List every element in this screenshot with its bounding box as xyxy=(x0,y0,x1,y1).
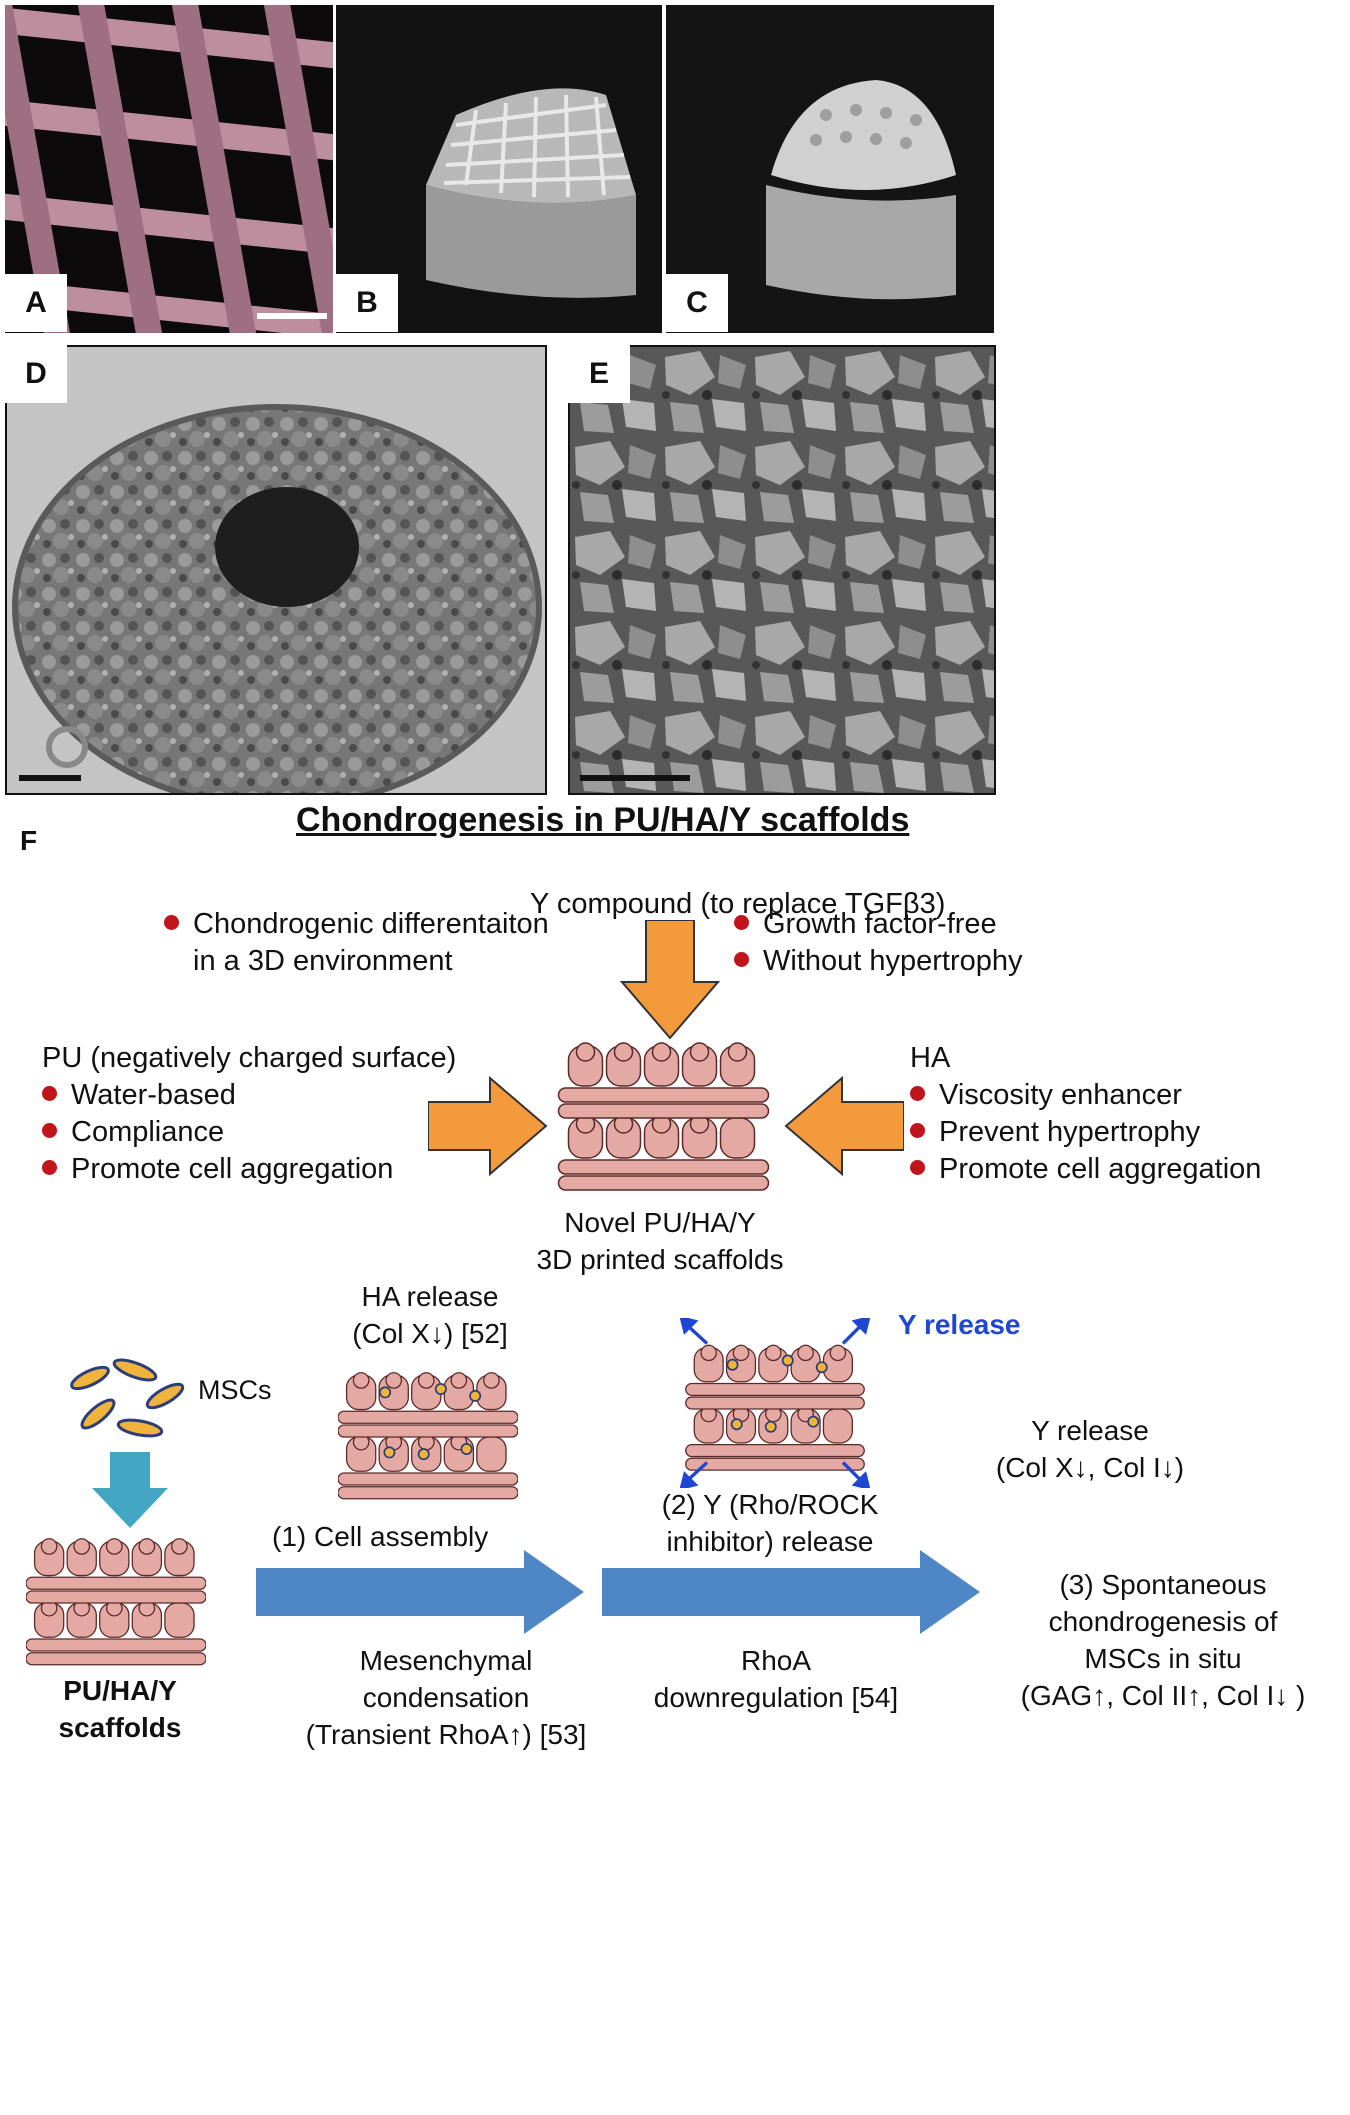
mesenchymal-3: (Transient RhoA↑) [53] xyxy=(305,1719,587,1750)
bullet-dot xyxy=(734,914,749,930)
bullet-dot xyxy=(42,1122,57,1138)
right-bullet-1: Growth factor-free xyxy=(763,908,997,940)
y-release-right-1: Y release xyxy=(1031,1415,1149,1446)
panel-b-render xyxy=(336,5,662,333)
ha-item-1: Viscosity enhancer xyxy=(939,1079,1182,1111)
bullet-dot xyxy=(42,1159,57,1175)
step-3-line-3: MSCs in situ xyxy=(1084,1643,1242,1674)
pu-list: PU (negatively charged surface) Water-ba… xyxy=(42,1040,456,1188)
central-scaffold xyxy=(557,1042,770,1191)
msc-cells xyxy=(70,1358,185,1438)
step-2-line-1: (2) Y (Rho/ROCK xyxy=(661,1489,879,1520)
center-caption: Novel PU/HA/Y 3D printed scaffolds xyxy=(510,1204,810,1278)
y-release-right: Y release (Col X↓, Col I↓) xyxy=(970,1412,1210,1486)
panel-a-micrograph xyxy=(5,5,333,333)
ha-item-3: Promote cell aggregation xyxy=(939,1153,1262,1185)
panel-a-label: A xyxy=(5,274,67,332)
pu-item-1: Water-based xyxy=(71,1079,236,1111)
rhoa-label: RhoA downregulation [54] xyxy=(626,1642,926,1716)
bullet-dot xyxy=(910,1159,925,1175)
y-release-right-2: (Col X↓, Col I↓) xyxy=(995,1452,1185,1483)
ha-release-1: HA release xyxy=(361,1281,499,1312)
mesenchymal-2: condensation xyxy=(362,1682,530,1713)
bullet-dot xyxy=(164,914,179,930)
pu-heading: PU (negatively charged surface) xyxy=(42,1042,457,1074)
left-orange-arrow xyxy=(428,1076,548,1176)
teal-down-arrow xyxy=(92,1452,168,1528)
top-input-label: Y compound (to replace TGFβ3) xyxy=(530,888,946,920)
panel-d-label: D xyxy=(5,345,67,403)
right-orange-arrow xyxy=(784,1076,904,1176)
step-2-label: (2) Y (Rho/ROCK inhibitor) release xyxy=(640,1486,900,1560)
step-3-line-1: (3) Spontaneous xyxy=(1059,1569,1267,1600)
center-caption-1: Novel PU/HA/Y xyxy=(564,1207,756,1238)
mesenchymal-1: Mesenchymal xyxy=(359,1645,533,1676)
blue-arrow-1 xyxy=(256,1550,584,1634)
panel-e-sem xyxy=(568,345,996,795)
diagram-title: Chondrogenesis in PU/HA/Y scaffolds xyxy=(296,801,910,839)
ha-item-2: Prevent hypertrophy xyxy=(939,1116,1201,1148)
ha-release-2: (Col X↓) [52] xyxy=(352,1318,508,1349)
left-bullets: Chondrogenic differentaiton in a 3D envi… xyxy=(164,906,549,980)
top-orange-arrow xyxy=(620,920,720,1040)
ha-release-label: HA release (Col X↓) [52] xyxy=(300,1278,560,1352)
panel-d-sem xyxy=(5,345,547,795)
ha-list: HA Viscosity enhancer Prevent hypertroph… xyxy=(910,1040,1261,1188)
right-bullet-2: Without hypertrophy xyxy=(763,945,1023,977)
ha-release-scaffold xyxy=(338,1372,518,1500)
scaffold-label-2: scaffolds xyxy=(58,1712,182,1743)
rhoa-2: downregulation [54] xyxy=(653,1682,899,1713)
panel-e-label: E xyxy=(568,345,630,403)
left-scaffold xyxy=(26,1538,206,1666)
y-release-blue: Y release xyxy=(898,1309,1021,1340)
ha-heading: HA xyxy=(910,1042,951,1074)
step-1-label: (1) Cell assembly xyxy=(272,1521,489,1552)
right-bullets: Growth factor-free Without hypertrophy xyxy=(734,906,1023,980)
step-3-line-4: (GAG↑, Col II↑, Col I↓ ) xyxy=(1020,1680,1306,1711)
left-bullet-1: Chondrogenic differentaiton xyxy=(193,908,549,940)
bullet-dot xyxy=(734,951,749,967)
scaffold-label: PU/HA/Y scaffolds xyxy=(20,1672,220,1746)
bullet-dot xyxy=(42,1085,57,1101)
step-3-line-2: chondrogenesis of xyxy=(1048,1606,1278,1637)
panel-c-label: C xyxy=(666,274,728,332)
scaffold-label-1: PU/HA/Y xyxy=(63,1675,177,1706)
panel-f-label: F xyxy=(20,825,38,856)
step-2-line-2: inhibitor) release xyxy=(666,1526,874,1557)
msc-label: MSCs xyxy=(198,1375,272,1405)
center-caption-2: 3D printed scaffolds xyxy=(536,1244,784,1275)
panel-b-label: B xyxy=(336,274,398,332)
step-3-label: (3) Spontaneous chondrogenesis of MSCs i… xyxy=(978,1566,1348,1714)
mesenchymal-label: Mesenchymal condensation (Transient RhoA… xyxy=(286,1642,606,1753)
pu-item-2: Compliance xyxy=(71,1116,225,1148)
left-bullet-2: in a 3D environment xyxy=(193,945,453,977)
pu-item-3: Promote cell aggregation xyxy=(71,1153,394,1185)
bullet-dot xyxy=(910,1085,925,1101)
y-release-scaffold xyxy=(680,1318,870,1488)
bullet-dot xyxy=(910,1122,925,1138)
rhoa-1: RhoA xyxy=(740,1645,812,1676)
blue-arrow-2 xyxy=(602,1550,980,1634)
